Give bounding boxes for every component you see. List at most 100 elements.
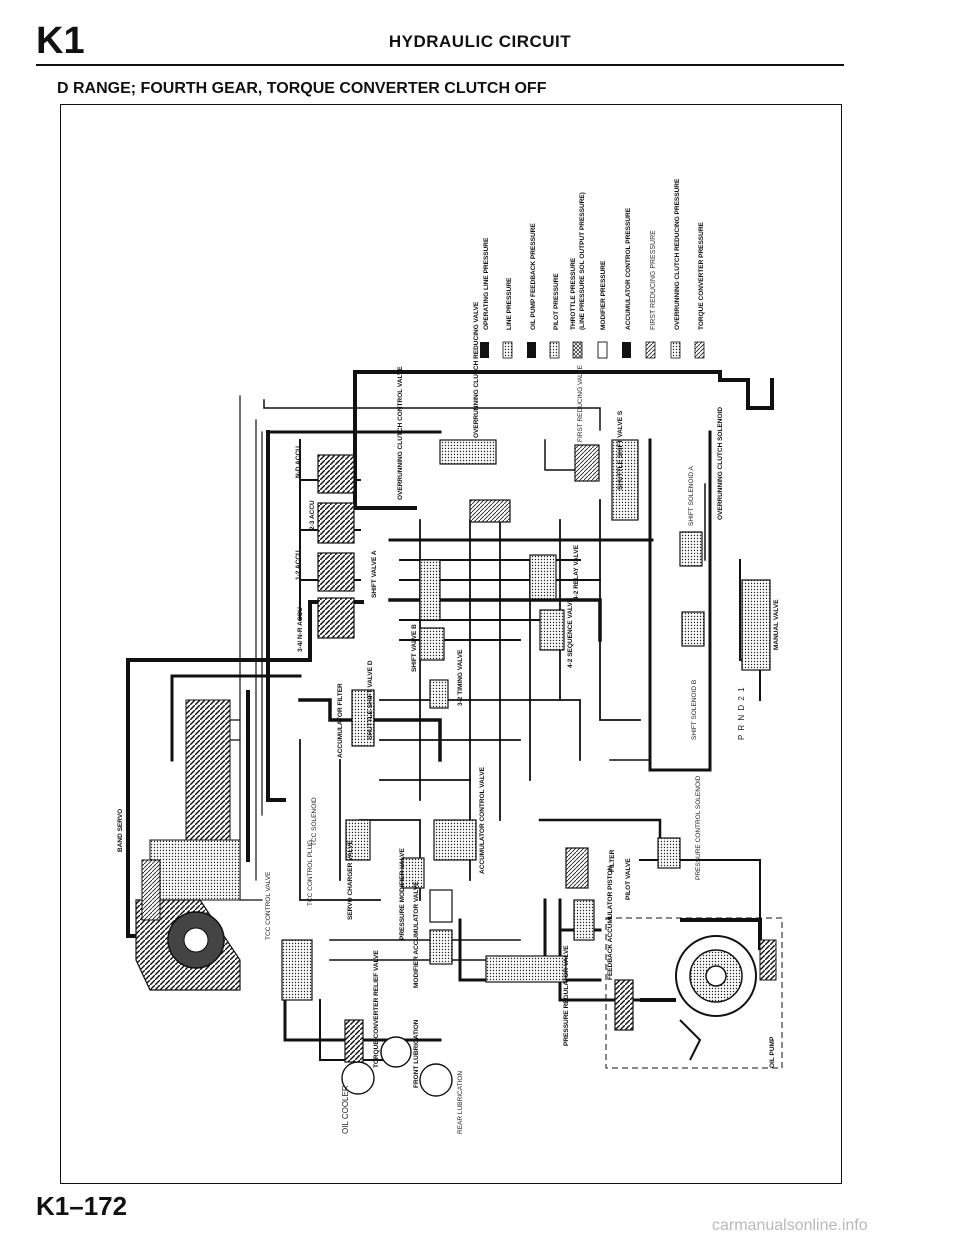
label-1-2-accu: 1-2 ACCU: [295, 550, 302, 580]
label-feedback-accumulator-piston: FEEDBACK ACCUMULATOR PISTON: [607, 865, 614, 980]
legend-label: MODIFIER PRESSURE: [600, 260, 607, 330]
label-first-reducing-valve: FIRST REDUCING VALVE: [577, 364, 584, 442]
legend-swatch: [597, 341, 608, 359]
watermark: carmanualsonline.info: [712, 1217, 868, 1234]
legend-label: THROTTLE PRESSURE: [570, 257, 577, 330]
first-reducing-valve-body: [574, 444, 600, 482]
page-number: K1–172: [36, 1191, 128, 1221]
modifier-accumulator-body: [429, 929, 453, 965]
oil-pump-section: [605, 917, 783, 1069]
label-3-4-n-r-accu: 3-4/ N-R ACCU: [297, 607, 304, 652]
label-2-3-accu: 2-3 ACCU: [309, 500, 316, 530]
tcc-solenoid-body: [345, 819, 371, 861]
label-front-lubrication: FRONT LUBRICATION: [413, 1019, 420, 1088]
label-pressure-control-solenoid: PRESSURE CONTROL SOLENOID: [695, 775, 702, 880]
shift-valve-a-body: [419, 559, 441, 621]
section-code: K1: [36, 20, 85, 62]
label-4-2-relay-valve: 4-2 RELAY VALVE: [573, 544, 580, 600]
label-pilot-valve: PILOT VALVE: [625, 858, 632, 900]
lubrication-points: [341, 1036, 453, 1097]
page-title: HYDRAULIC CIRCUIT: [388, 32, 572, 51]
shift-solenoid-b-body: [681, 611, 705, 647]
manual-valve-body: [741, 579, 771, 671]
occ-control-valve-body: [439, 439, 497, 465]
legend-label: PILOT PRESSURE: [553, 273, 560, 330]
legend-label: OIL PUMP FEEDBACK PRESSURE: [530, 223, 537, 330]
label-shift-solenoid-a: SHIFT SOLENOID A: [688, 465, 695, 526]
label-servo-charger-valve: SERVO CHARGER VALVE: [347, 840, 354, 920]
legend-swatch: [645, 341, 656, 359]
label-shift-valve-b: SHIFT VALVE B: [411, 624, 418, 672]
label-accumulator-filter: ACCUMULATOR FILTER: [337, 683, 344, 758]
label-filter: FILTER: [609, 849, 616, 872]
diagram-subtitle: D RANGE; FOURTH GEAR, TORQUE CONVERTER C…: [57, 80, 547, 97]
label-oil-cooler: OIL COOLER: [341, 1085, 350, 1134]
header-rule: [36, 64, 844, 66]
legend-swatch: [549, 341, 560, 359]
timing-valve-body: [429, 679, 449, 709]
label-shuttle-shift-valve-s: SHUTTLE SHIFT VALVE S: [617, 410, 624, 490]
legend-label: OPERATING LINE PRESSURE: [483, 237, 490, 330]
shuttle-valve-d-body: [351, 689, 375, 747]
label-pressure-modifier-valve: PRESSURE MODIFIER VALVE: [399, 847, 406, 940]
label-oil-pump: OIL PUMP: [769, 1036, 776, 1068]
component-labels: OVERRUNNING CLUTCH CONTROL VALVE OVERRUN…: [117, 301, 780, 1134]
pressure-regulator-body: [485, 955, 567, 983]
diagram-frame: [60, 104, 842, 1184]
label-tcc-solenoid: TCC SOLENOID: [311, 797, 318, 846]
accumulator-control-valve-body: [433, 819, 477, 861]
label-overrunning-clutch-control-valve: OVERRUNNING CLUTCH CONTROL VALVE: [397, 366, 404, 500]
label-rear-lubrication: REAR LUBRICATION: [457, 1071, 464, 1134]
occ-reducing-valve-body: [469, 499, 511, 523]
shift-solenoid-a-body: [679, 531, 703, 567]
accumulator-body: [317, 597, 355, 639]
label-overrunning-clutch-solenoid: OVERRUNNING CLUTCH SOLENOID: [717, 407, 724, 520]
legend-label: TORQUE CONVERTER PRESSURE: [698, 221, 705, 330]
accumulator-body: [317, 552, 355, 592]
legend-label: OVERRUNNING CLUTCH REDUCING PRESSURE: [674, 178, 681, 330]
tcc-control-valve-body: [281, 939, 313, 1001]
legend-swatch: [480, 342, 489, 358]
accumulator-body: [317, 454, 355, 494]
label-4-2-sequence-valve: 4-2 SEQUENCE VALVE: [567, 597, 574, 668]
legend-label: LINE PRESSURE: [506, 277, 513, 330]
servo-charger-valve-body: [401, 857, 425, 889]
oil-cooler-circle: [341, 1061, 375, 1095]
transmission-gear-section: [135, 699, 241, 991]
legend-label: (LINE PRESSURE SOL OUTPUT PRESSURE): [579, 192, 586, 330]
legend-swatch: [622, 342, 631, 358]
accumulator-body: [317, 502, 355, 544]
pressure-modifier-valve-body: [429, 889, 453, 923]
label-modifier-accumulator-valve: MODIFIER ACCUMULATOR VALVE: [413, 881, 420, 988]
sequence-valve-body: [539, 609, 565, 651]
feedback-accumulator-body: [614, 979, 634, 1031]
pressure-control-solenoid-body: [657, 837, 681, 869]
legend-label: ACCUMULATOR CONTROL PRESSURE: [625, 207, 632, 330]
rear-lubrication-circle: [419, 1063, 453, 1097]
legend: OPERATING LINE PRESSURE LINE PRESSURE OI…: [480, 178, 705, 359]
legend-swatch: [694, 341, 705, 359]
label-band-servo: BAND SERVO: [117, 809, 124, 852]
shift-valve-b-body: [419, 627, 445, 661]
label-3-2-timing-valve: 3-2 TIMING VALVE: [457, 649, 464, 706]
legend-swatch: [502, 341, 513, 359]
pilot-valve-body: [573, 899, 595, 941]
label-overrunning-clutch-reducing-valve: OVERRUNNING CLUTCH REDUCING VALVE: [473, 301, 480, 438]
legend-label: FIRST REDUCING PRESSURE: [650, 230, 657, 330]
label-manual-valve: MANUAL VALVE: [773, 599, 780, 650]
legend-swatch: [670, 341, 681, 359]
label-shuttle-shift-valve-d: SHUTTLE SHIFT VALVE D: [367, 660, 374, 740]
label-torque-converter-relief-valve: TORQUE CONVERTER RELIEF VALVE: [373, 950, 380, 1068]
valve-bodies: [281, 439, 771, 1063]
label-pressure-regulator-valve: PRESSURE REGULATOR VALVE: [563, 945, 570, 1046]
label-prnd21: P R N D 2 1: [737, 686, 746, 740]
label-shift-valve-a: SHIFT VALVE A: [371, 550, 378, 598]
shuttle-valve-s-body: [611, 439, 639, 521]
relay-valve-body: [529, 554, 557, 600]
label-n-d-accu: N-D ACCU: [295, 446, 302, 478]
label-tcc-control-valve: TCC CONTROL VALVE: [265, 871, 272, 940]
tc-relief-valve-body: [344, 1019, 364, 1063]
label-tcc-control-plug: TCC CONTROL PLUG: [307, 840, 314, 906]
front-lubrication-circle: [380, 1036, 412, 1068]
